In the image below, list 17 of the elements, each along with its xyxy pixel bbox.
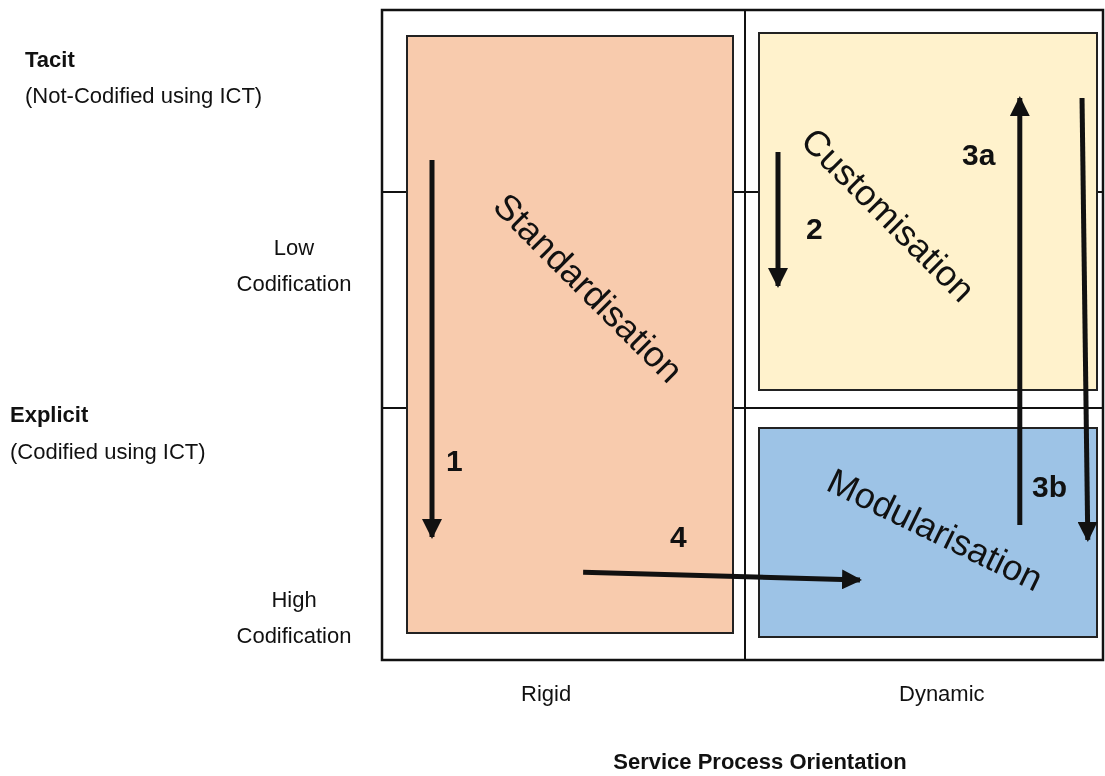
axis-note: (Not-Codified using ICT) (25, 82, 263, 110)
axis-label: Low Codification (235, 234, 353, 298)
axis-heading: Explicit (10, 401, 89, 429)
standardisation-box (406, 35, 734, 634)
axis-heading: Tacit (25, 46, 75, 74)
axis-label: Dynamic (899, 680, 985, 708)
axis-title: Service Process Orientation (612, 748, 908, 776)
axis-note: (Codified using ICT) (10, 438, 206, 466)
arrow (1009, 96, 1030, 525)
customisation-box (758, 32, 1098, 391)
arrow (583, 569, 862, 590)
arrow (1077, 98, 1098, 542)
edge-label: 4 (670, 520, 687, 554)
modularisation-box (758, 427, 1098, 638)
axis-label: High Codification (235, 586, 353, 650)
axis-label: Rigid (521, 680, 572, 708)
callout-number: 1 (446, 444, 463, 478)
